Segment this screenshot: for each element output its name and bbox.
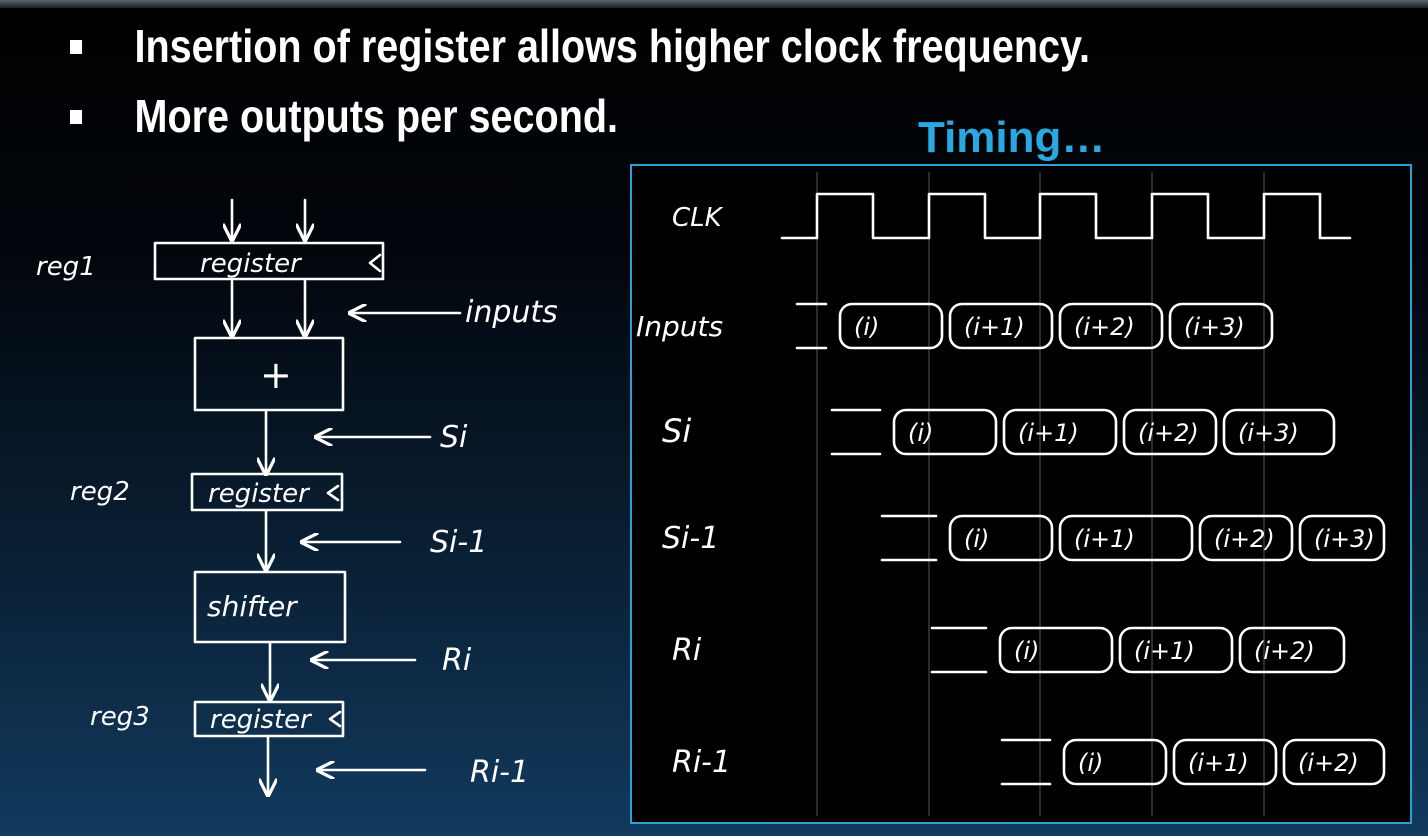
reg1-box (153, 241, 385, 281)
bus-value-label: (i+2) (1298, 749, 1359, 777)
top-border-bar (0, 0, 1428, 8)
signal-label: Inputs (636, 310, 723, 343)
bus-value-label: (i+1) (1188, 749, 1249, 777)
bus-value-box (1118, 626, 1234, 674)
reg2-clock-icon (326, 484, 340, 502)
bus-value-box (1122, 408, 1218, 456)
bus-value-label: (i) (854, 313, 879, 341)
bus-value-box (1058, 302, 1164, 350)
inputs-label: inputs (465, 295, 558, 330)
bus-value-box (1062, 738, 1168, 786)
si1-label: Si-1 (430, 525, 487, 560)
reg1-label: reg1 (36, 252, 96, 282)
reg3-label: reg3 (90, 702, 150, 732)
adder-symbol: + (260, 353, 292, 397)
bus-value-label: (i+3) (1314, 525, 1375, 553)
bus-value-label: (i+1) (1018, 419, 1079, 447)
shifter-text: shifter (207, 590, 298, 623)
bus-value-label: (i+2) (1074, 313, 1135, 341)
bus-idle-segment (830, 408, 882, 456)
bus-idle-segment (795, 302, 828, 350)
bus-value-label: (i) (964, 525, 989, 553)
reg2-label: reg2 (70, 477, 130, 507)
reg2-box (190, 472, 344, 512)
bus-value-box (998, 626, 1114, 674)
timing-heading: Timing… (918, 113, 1106, 162)
bus-value-box (1238, 626, 1346, 674)
bus-idle-segment (880, 514, 938, 562)
bus-value-box (1002, 408, 1118, 456)
reg3-register-text: register (210, 705, 313, 735)
signal-label: Ri-1 (672, 745, 731, 780)
bus-idle-segment (930, 626, 988, 674)
bus-value-label: (i+1) (964, 313, 1025, 341)
signal-label: Ri (672, 633, 702, 668)
bus-value-label: (i) (908, 419, 933, 447)
bus-value-box (1282, 738, 1386, 786)
bus-value-box (948, 514, 1054, 562)
bus-value-box (1172, 738, 1278, 786)
square-bullet-icon (70, 40, 83, 54)
reg2-register-text: register (208, 479, 311, 509)
bus-value-label: (i) (1078, 749, 1103, 777)
bus-value-box (838, 302, 944, 350)
clock-waveform (780, 192, 1352, 240)
signal-label: CLK (672, 203, 724, 233)
signal-label: Si-1 (662, 521, 719, 556)
bus-value-label: (i+2) (1214, 525, 1275, 553)
bus-idle-segment (1000, 738, 1052, 786)
timing-diagram: CLK Inputs (i) (i+1) (i+2) (i+3) Si (i) (i+1) (i+… (636, 172, 1386, 816)
signal-label: Si (662, 412, 691, 450)
bus-value-label: (i) (1014, 637, 1039, 665)
bus-value-label: (i+2) (1138, 419, 1199, 447)
ri-label: Ri (442, 643, 472, 678)
bus-value-box (1058, 514, 1194, 562)
ri1-label: Ri-1 (470, 755, 529, 790)
bus-value-label: (i+3) (1238, 419, 1299, 447)
bullet-text-2: More outputs per second. (134, 90, 619, 142)
bullet-text-1: Insertion of register allows higher cloc… (134, 20, 1091, 72)
reg1-clock-icon (368, 253, 382, 273)
bus-value-box (892, 408, 998, 456)
bus-value-box (1168, 302, 1274, 350)
bus-value-box (1198, 514, 1294, 562)
bus-value-label: (i+2) (1254, 637, 1315, 665)
bus-value-box (948, 302, 1054, 350)
pipeline-diagram: reg1 register inputs + Si reg2 register … (36, 198, 558, 836)
adder-box (193, 336, 345, 412)
bus-value-label: (i+1) (1134, 637, 1195, 665)
reg3-clock-icon (328, 710, 342, 728)
bus-value-label: (i+1) (1074, 525, 1135, 553)
bus-value-label: (i+3) (1184, 313, 1245, 341)
si-label: Si (440, 420, 468, 455)
bus-value-box (1222, 408, 1336, 456)
reg1-register-text: register (200, 249, 303, 279)
square-bullet-icon (70, 110, 83, 124)
reg3-box (193, 700, 345, 738)
bus-value-box (1298, 514, 1386, 562)
timing-diagram-frame: CLK Inputs (i) (i+1) (i+2) (i+3) Si (i) (i+1) (i+… (630, 164, 1412, 824)
